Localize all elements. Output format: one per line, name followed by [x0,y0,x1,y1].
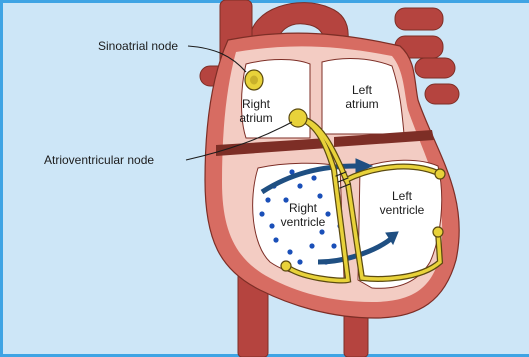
left-atrium-label-2: atrium [345,97,378,111]
left-ventricle-label-1: Left [392,189,413,203]
pulmonary-vein-upper [415,58,455,78]
right-atrium-label-2: atrium [239,111,272,125]
blood-cell-dot [297,183,302,188]
blood-cell-dot [331,243,336,248]
sinoatrial-node-label: Sinoatrial node [98,39,178,53]
right-ventricle-label-2: ventricle [281,215,326,229]
purkinje-end-right [281,261,291,271]
atrioventricular-node-icon [289,109,307,127]
vessel-branch-1 [395,8,443,30]
blood-cell-dot [273,237,278,242]
blood-cell-dot [269,223,274,228]
blood-cell-dot [287,249,292,254]
atrioventricular-node-label: Atrioventricular node [44,153,154,167]
blood-cell-dot [283,197,288,202]
blood-cell-dot [311,175,316,180]
blood-cell-dot [325,211,330,216]
right-ventricle-label-1: Right [289,201,318,215]
blood-cell-dot [259,211,264,216]
pulmonary-vein-lower [425,84,459,104]
right-atrium-label-1: Right [242,97,271,111]
purkinje-end-top [435,169,445,179]
purkinje-end-left [433,227,443,237]
blood-cell-dot [309,243,314,248]
left-ventricle-label-2: ventricle [380,203,425,217]
blood-cell-dot [265,197,270,202]
blood-cell-dot [319,229,324,234]
blood-cell-dot [317,193,322,198]
left-atrium-label-1: Left [352,83,373,97]
blood-cell-dot [297,259,302,264]
